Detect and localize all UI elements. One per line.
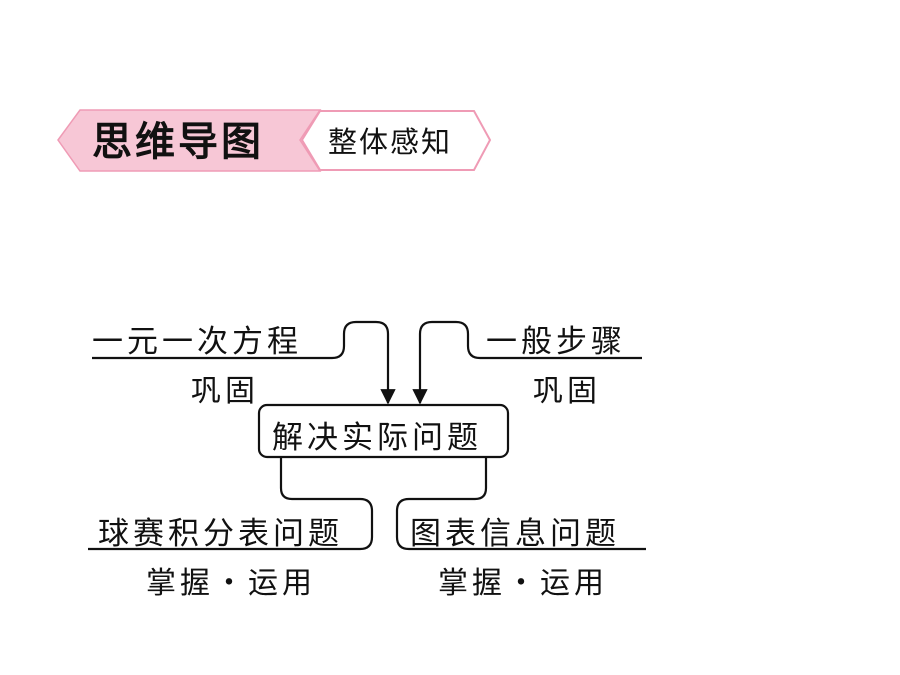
bottom-left-connector	[88, 457, 374, 551]
top-left-connector	[92, 320, 396, 405]
bottom-right-connector	[395, 457, 646, 551]
center-node-box	[257, 403, 510, 459]
banner-title: 思维导图	[92, 119, 264, 165]
top-right-label: 一般步骤	[486, 324, 626, 360]
banner-subtitle: 整体感知	[328, 125, 453, 159]
top-right-connector	[412, 320, 642, 405]
bottom-right-label: 图表信息问题	[410, 516, 620, 552]
top-right-action: 巩固	[533, 374, 601, 409]
bottom-right-action: 掌握・运用	[438, 566, 608, 601]
top-left-action: 巩固	[191, 374, 259, 409]
center-node-label: 解决实际问题	[272, 420, 482, 456]
bottom-left-action: 掌握・运用	[146, 566, 316, 601]
top-left-label: 一元一次方程	[92, 324, 302, 360]
bottom-left-label: 球赛积分表问题	[98, 516, 343, 552]
